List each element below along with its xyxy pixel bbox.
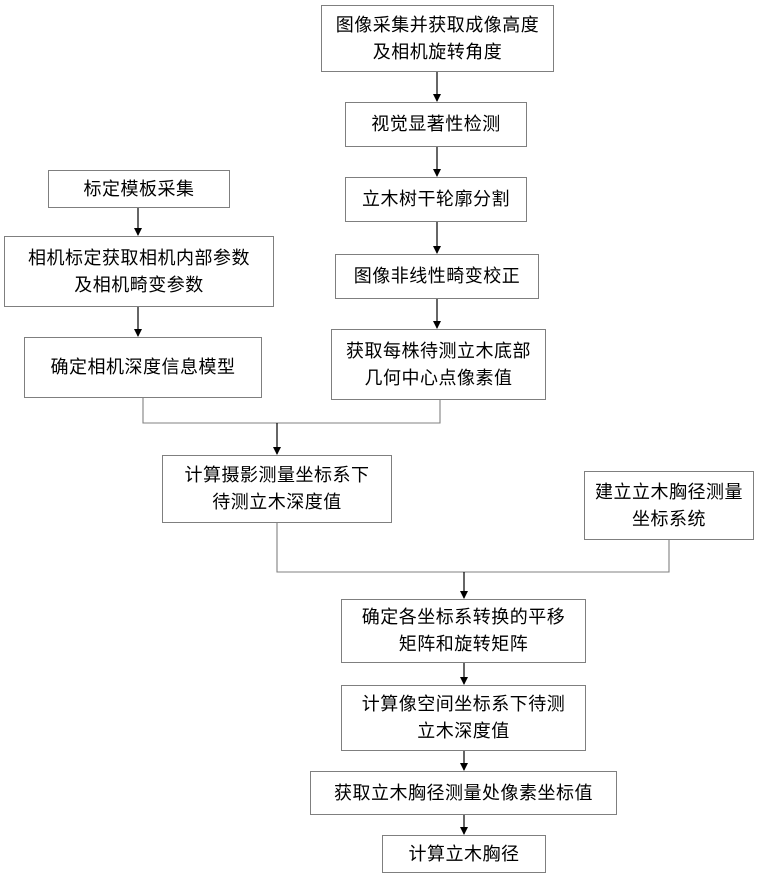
node-distortion-correction: 图像非线性畸变校正 bbox=[335, 254, 539, 299]
node-text: 图像采集并获取成像高度 bbox=[336, 12, 540, 39]
node-center-pixel: 获取每株待测立木底部几何中心点像素值 bbox=[331, 329, 546, 400]
node-measurement-coordinate-system: 建立立木胸径测量坐标系统 bbox=[584, 471, 754, 540]
node-text: 及相机旋转角度 bbox=[336, 39, 540, 66]
node-text: 相机标定获取相机内部参数 bbox=[28, 245, 250, 272]
node-photogrammetric-depth: 计算摄影测量坐标系下待测立木深度值 bbox=[162, 455, 392, 523]
node-text: 建立立木胸径测量 bbox=[595, 479, 743, 506]
node-text: 矩阵和旋转矩阵 bbox=[362, 631, 566, 658]
node-text: 视觉显著性检测 bbox=[371, 111, 501, 138]
node-text: 待测立木深度值 bbox=[185, 489, 370, 516]
merge-line-to-n9 bbox=[143, 398, 440, 423]
node-text: 几何中心点像素值 bbox=[346, 365, 531, 392]
node-dbh-pixel-coordinates: 获取立木胸径测量处像素坐标值 bbox=[310, 771, 617, 815]
node-compute-dbh: 计算立木胸径 bbox=[382, 835, 546, 873]
node-template-acquisition: 标定模板采集 bbox=[48, 170, 230, 208]
node-image-acquisition: 图像采集并获取成像高度及相机旋转角度 bbox=[321, 5, 554, 72]
node-text: 计算立木胸径 bbox=[409, 841, 520, 868]
node-camera-calibration: 相机标定获取相机内部参数及相机畸变参数 bbox=[4, 236, 274, 307]
node-text: 获取每株待测立木底部 bbox=[346, 338, 531, 365]
node-text: 确定相机深度信息模型 bbox=[51, 354, 236, 381]
node-text: 立木深度值 bbox=[362, 718, 566, 745]
node-text: 确定各坐标系转换的平移 bbox=[362, 604, 566, 631]
node-text: 图像非线性畸变校正 bbox=[354, 263, 521, 290]
node-saliency-detection: 视觉显著性检测 bbox=[345, 102, 527, 147]
node-text: 立木树干轮廓分割 bbox=[362, 186, 510, 213]
node-image-space-depth: 计算像空间坐标系下待测立木深度值 bbox=[341, 685, 586, 751]
node-depth-model: 确定相机深度信息模型 bbox=[24, 337, 262, 398]
node-transform-matrices: 确定各坐标系转换的平移矩阵和旋转矩阵 bbox=[341, 599, 586, 663]
node-text: 及相机畸变参数 bbox=[28, 272, 250, 299]
node-text: 获取立木胸径测量处像素坐标值 bbox=[334, 780, 593, 807]
node-text: 计算像空间坐标系下待测 bbox=[362, 691, 566, 718]
node-text: 计算摄影测量坐标系下 bbox=[185, 462, 370, 489]
node-trunk-segmentation: 立木树干轮廓分割 bbox=[345, 177, 527, 222]
node-text: 坐标系统 bbox=[595, 506, 743, 533]
node-text: 标定模板采集 bbox=[84, 176, 195, 203]
